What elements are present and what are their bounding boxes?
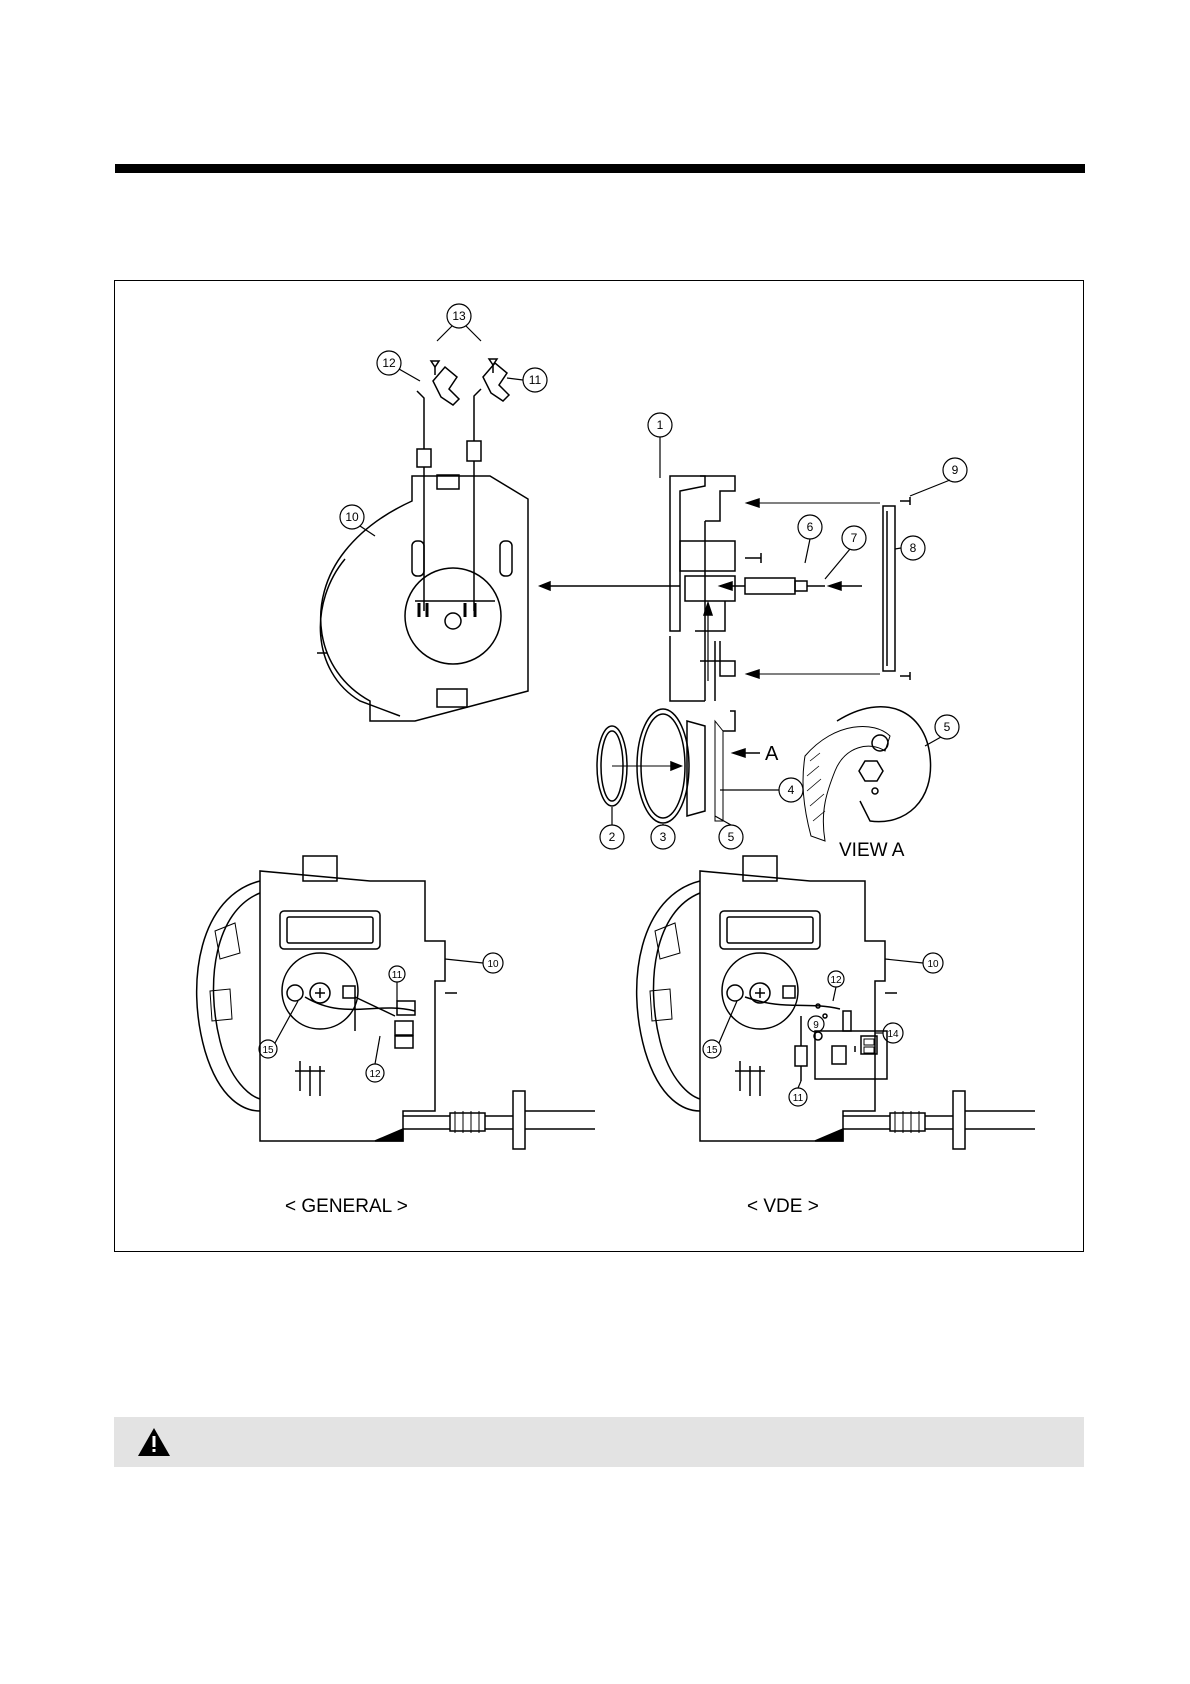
- diagram-drawing: A VIEW A: [115, 281, 1085, 1253]
- callout-5-view: 5: [944, 720, 951, 734]
- screw-9: [900, 497, 910, 680]
- vde-callout-9: 9: [813, 1020, 819, 1031]
- vde-caption: < VDE >: [747, 1196, 819, 1217]
- callout-5: 5: [728, 830, 735, 844]
- vde-callout-14: 14: [887, 1029, 899, 1040]
- motor-shaft-part: [745, 578, 825, 594]
- callout-4: 4: [788, 783, 795, 797]
- callout-6: 6: [807, 520, 814, 534]
- warning-triangle-icon: [136, 1426, 172, 1458]
- warning-bar: [114, 1417, 1084, 1467]
- general-callout-12: 12: [369, 1069, 381, 1080]
- screw-6: [745, 553, 761, 563]
- cover-plate-8: [883, 506, 895, 671]
- callout-10: 10: [345, 510, 359, 524]
- vde-callout-12: 12: [830, 975, 842, 986]
- callout-2: 2: [609, 830, 616, 844]
- callout-7: 7: [851, 531, 858, 545]
- general-callout-11: 11: [392, 970, 403, 981]
- callout-1: 1: [657, 418, 664, 432]
- callout-8: 8: [910, 541, 917, 555]
- general-wiring-view: [197, 856, 595, 1149]
- callout-9: 9: [952, 463, 959, 477]
- general-callout-15: 15: [262, 1045, 274, 1056]
- callout-13: 13: [452, 309, 466, 323]
- vde-callout-10: 10: [927, 959, 939, 970]
- header-rule: [115, 164, 1085, 173]
- gasket-and-disc: [597, 709, 735, 823]
- callout-11: 11: [529, 373, 542, 387]
- exploded-view-diagram: A VIEW A: [114, 280, 1084, 1252]
- callout-12: 12: [382, 356, 396, 370]
- view-a-label: VIEW A: [839, 840, 905, 861]
- arrow-a-label: A: [765, 743, 779, 765]
- vde-callout-11: 11: [793, 1093, 804, 1104]
- general-caption: < GENERAL >: [285, 1196, 408, 1217]
- vde-wiring-view: [637, 856, 1035, 1149]
- view-a-detail: [803, 707, 931, 841]
- callout-3: 3: [660, 830, 667, 844]
- general-callout-10: 10: [487, 959, 499, 970]
- vde-callout-15: 15: [706, 1045, 718, 1056]
